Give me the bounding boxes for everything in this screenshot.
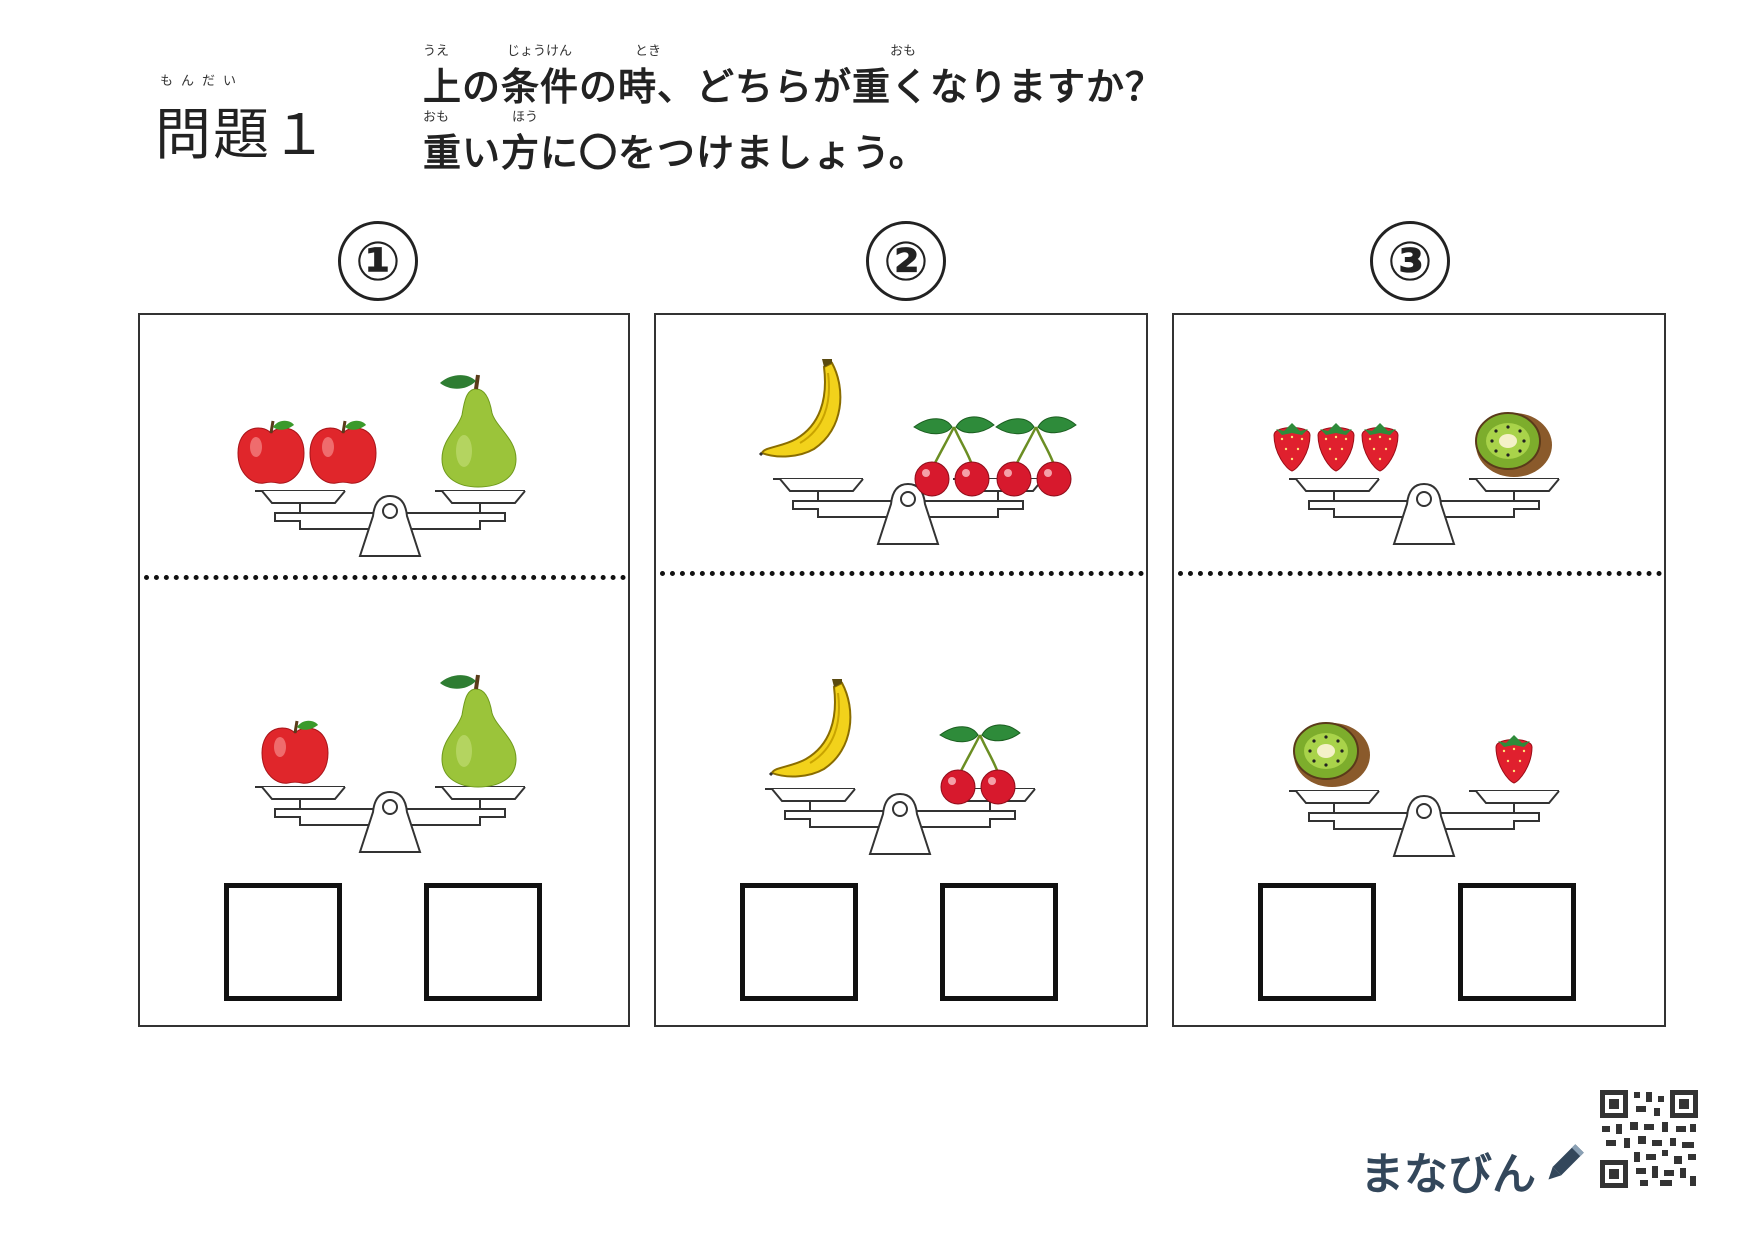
- answer-box-left[interactable]: [224, 883, 342, 1001]
- instruction-line-1: 上の条件の時、どちらが重くなりますか？: [423, 65, 1165, 109]
- problem-2-illustrations: [758, 357, 1078, 855]
- strawberry-icon: [1495, 734, 1533, 784]
- panel-divider: [144, 575, 626, 580]
- instruction-ruby-omo-2: おも: [423, 110, 450, 125]
- brand-logo: まなびん: [1360, 1149, 1536, 1200]
- strawberry-icon: [1361, 422, 1399, 472]
- problem-3-illustrations: [1273, 412, 1560, 857]
- answer-box-right[interactable]: [424, 883, 542, 1001]
- problem-1-illustrations: [236, 373, 526, 853]
- title-ruby: もんだい: [160, 74, 245, 89]
- problem-panel-1: [138, 313, 630, 1027]
- panel-divider: [660, 571, 1144, 576]
- kiwi-icon: [1475, 412, 1553, 478]
- apple-icon: [260, 719, 330, 785]
- strawberry-icon: [1273, 422, 1311, 472]
- pear-icon: [438, 673, 518, 789]
- instruction-ruby-omo: おも: [890, 44, 917, 59]
- strawberry-icon: [1317, 422, 1355, 472]
- pencil-icon: [1548, 1144, 1584, 1180]
- answer-box-left[interactable]: [1258, 883, 1376, 1001]
- answer-box-right[interactable]: [940, 883, 1058, 1001]
- instruction-ruby-hou: ほう: [512, 110, 539, 125]
- instruction-ruby-jouken: じょうけん: [507, 44, 573, 59]
- apple-icon: [236, 419, 306, 485]
- problem-number-3: ③: [1370, 221, 1450, 301]
- qr-code-icon: [1600, 1090, 1698, 1188]
- answer-box-right[interactable]: [1458, 883, 1576, 1001]
- banana-icon: [758, 357, 842, 458]
- condition-scale-1: [254, 490, 526, 557]
- problem-panel-2: [654, 313, 1148, 1027]
- problem-number-2: ②: [866, 221, 946, 301]
- problem-number-1: ①: [338, 221, 418, 301]
- instruction-ruby-toki: とき: [635, 44, 662, 59]
- cherry-icon: [912, 415, 996, 498]
- question-scale-3: [1288, 790, 1560, 857]
- question-scale-1: [254, 786, 526, 853]
- answer-box-left[interactable]: [740, 883, 858, 1001]
- apple-icon: [308, 419, 378, 485]
- problem-panel-3: [1172, 313, 1666, 1027]
- banana-icon: [768, 677, 852, 778]
- pear-icon: [438, 373, 518, 489]
- panel-divider: [1178, 571, 1662, 576]
- instruction-line-2: 重い方に〇をつけましょう。: [423, 131, 928, 175]
- page-title: 問題１: [155, 103, 329, 168]
- kiwi-icon: [1293, 722, 1371, 788]
- condition-scale-3: [1288, 478, 1560, 545]
- instruction-ruby-ue: うえ: [423, 44, 450, 59]
